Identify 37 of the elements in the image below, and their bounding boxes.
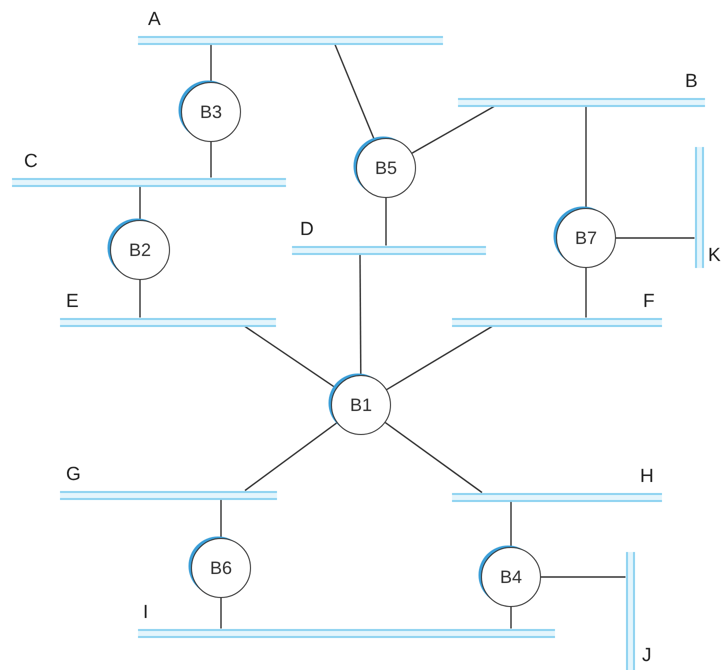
connector-line: [386, 326, 492, 390]
segment-label: A: [148, 10, 161, 29]
connector-line: [616, 237, 694, 239]
connector-line: [412, 106, 494, 154]
connector-line: [139, 280, 141, 318]
bridge-label: B3: [200, 102, 222, 122]
segment-label: H: [640, 467, 654, 486]
segment-label: K: [708, 246, 721, 265]
bridge-label: B7: [574, 228, 598, 248]
connector-line: [220, 598, 222, 628]
connector-line: [220, 500, 222, 538]
segment-label: J: [642, 646, 652, 665]
bridge-label: B6: [210, 558, 232, 578]
bridge-label: B4: [500, 566, 522, 588]
connector-line: [510, 502, 512, 547]
connector-line: [359, 254, 362, 375]
bridge-label: B1: [350, 394, 372, 416]
connector-line: [334, 44, 376, 141]
connector-line: [139, 186, 141, 220]
connector-line: [541, 576, 626, 578]
segment-label: I: [143, 603, 148, 622]
connector-line: [384, 422, 482, 494]
segment-label: G: [66, 465, 81, 484]
segment-label: E: [66, 292, 79, 311]
segment-label: C: [24, 152, 38, 171]
connector-line: [210, 142, 212, 178]
connector-line: [585, 268, 587, 318]
connector-line: [585, 106, 587, 208]
segment-label: B: [685, 72, 698, 91]
segment-label: F: [643, 292, 655, 311]
connector-line: [510, 607, 512, 628]
bridge-label: B2: [128, 240, 152, 260]
bridge-label: B5: [374, 158, 398, 178]
connector-line: [385, 198, 387, 246]
segment-label: D: [300, 220, 314, 239]
connector-line: [210, 44, 212, 82]
connector-line: [244, 422, 338, 492]
